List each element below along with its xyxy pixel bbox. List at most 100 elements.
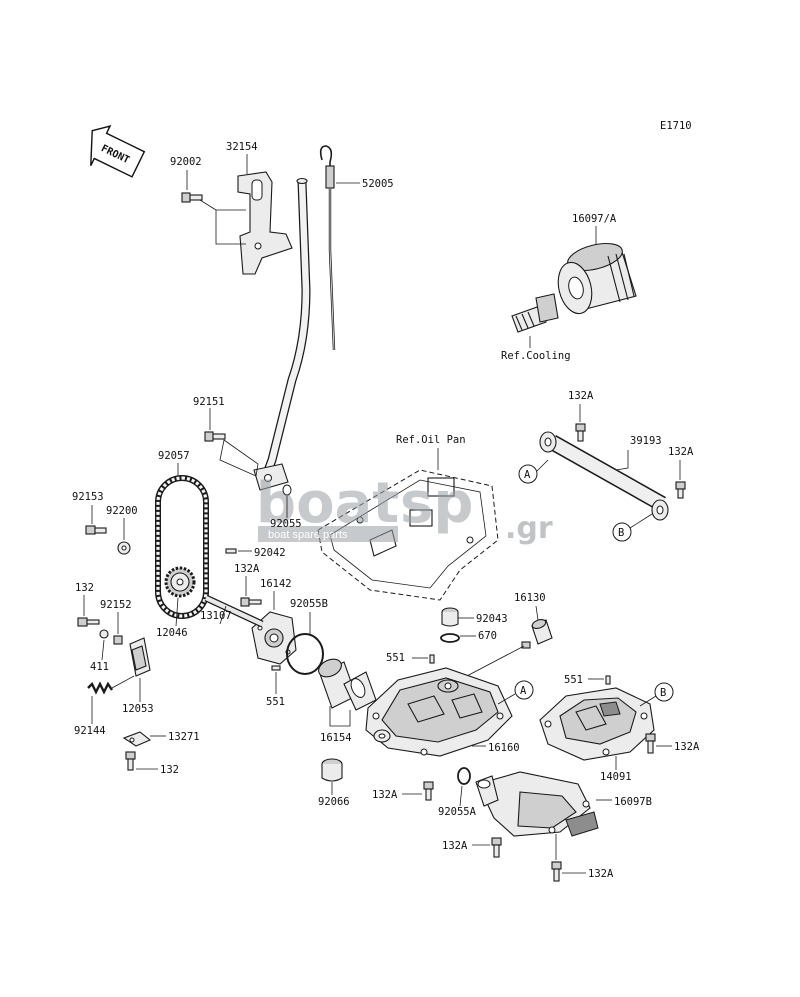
oring-670 (440, 633, 460, 643)
label-12053: 12053 (122, 703, 154, 715)
bolt-132A-pump (240, 597, 262, 607)
label-14091: 14091 (600, 771, 632, 783)
label-16160: 16160 (488, 742, 520, 754)
label-92151: 92151 (193, 396, 225, 408)
label-32154: 32154 (226, 141, 258, 153)
label-92057: 92057 (158, 450, 190, 462)
marker-B-lower-label: B (660, 687, 666, 699)
label-16130: 16130 (514, 592, 546, 604)
label-92144: 92144 (74, 725, 106, 737)
front-arrow-icon: FRONT (90, 125, 146, 178)
label-52005: 52005 (362, 178, 394, 190)
leader-92002 (186, 170, 246, 245)
label-132A-right: 132A (668, 446, 694, 458)
marker-B-upper (612, 522, 632, 542)
leader-marker-B-upper (629, 513, 653, 529)
bolt-132-bottom (125, 751, 136, 771)
label-39193: 39193 (630, 435, 662, 447)
watermark-brand-2: sp (400, 471, 473, 536)
washer-411 (99, 629, 109, 639)
sprocket-12046 (164, 566, 196, 598)
label-92152: 92152 (100, 599, 132, 611)
shaft-13107 (204, 594, 264, 628)
leader-marker-B-lower (639, 695, 657, 707)
label-12046: 12046 (156, 627, 188, 639)
label-551-mid: 551 (386, 652, 405, 664)
sleeve-92043 (441, 607, 459, 627)
clamp-13271 (122, 731, 152, 747)
bolt-92002 (181, 192, 203, 203)
spring-92144 (87, 675, 135, 695)
marker-B-lower (654, 682, 674, 702)
label-132-left: 132 (75, 582, 94, 594)
leader-92055A (459, 785, 463, 807)
drive-chain-92057 (155, 475, 209, 619)
pin-551-right (605, 675, 611, 685)
bolt-132A-b1 (491, 837, 502, 858)
pump-cover-14091 (539, 687, 655, 761)
watermark-tld: .gr (505, 511, 553, 546)
watermark-tagline: boat spare parts (268, 529, 348, 541)
label-411: 411 (90, 661, 109, 673)
leader-12046 (175, 597, 179, 627)
label-92043: 92043 (476, 613, 508, 625)
pin-92042 (225, 548, 237, 554)
bolt-132A-r2 (645, 733, 656, 754)
bolt-132A-b2 (551, 861, 562, 882)
leader-marker-A-lower (497, 693, 516, 705)
ref-cooling: Ref.Cooling (501, 350, 571, 362)
pressure-switch-16130 (521, 618, 553, 649)
pipe-39193 (539, 431, 669, 521)
leader-39193 (615, 450, 629, 471)
washer-92152 (113, 635, 123, 645)
label-92055A: 92055A (438, 806, 477, 818)
leader-411 (101, 639, 105, 661)
label-16097B: 16097B (614, 796, 652, 808)
label-92055: 92055 (270, 518, 302, 530)
ref-oil-pan: Ref.Oil Pan (396, 434, 466, 446)
oil-filler-tube (253, 177, 311, 491)
pump-cover-16142 (251, 611, 297, 665)
leader-13107 (219, 605, 227, 625)
leader-16154 (329, 706, 351, 727)
label-670: 670 (478, 630, 497, 642)
marker-A-upper-label: A (524, 469, 531, 481)
washer-92200-hole (121, 545, 127, 551)
label-13271: 13271 (168, 731, 200, 743)
oil-strainer-16097B (475, 771, 599, 837)
label-92042: 92042 (254, 547, 286, 559)
label-132A-r2: 132A (674, 741, 700, 753)
pin-551-pump (271, 665, 281, 671)
marker-A-lower-label: A (520, 685, 527, 697)
filter-fitting (511, 293, 559, 333)
oring-92055A (457, 767, 471, 785)
plug-92066 (321, 758, 343, 782)
oring-92055 (282, 484, 292, 496)
pump-body-16160 (365, 667, 513, 757)
bolt-132A-mid (423, 781, 434, 801)
label-13107: 13107 (200, 610, 232, 622)
leader-16130 (535, 605, 539, 621)
label-132A-b1: 132A (442, 840, 468, 852)
label-92055B: 92055B (290, 598, 328, 610)
marker-A-upper (518, 464, 538, 484)
chain-guide-12053 (129, 637, 151, 677)
label-132-bottom: 132 (160, 764, 179, 776)
leader-marker-A-upper (536, 459, 549, 472)
oil-filter-16097A (557, 242, 637, 315)
pin-551-mid (429, 654, 435, 664)
pump-rotor-16154 (318, 658, 377, 711)
bolt-92151 (204, 431, 226, 442)
bolt-132A-top (575, 423, 586, 442)
bracket-32154 (237, 171, 293, 275)
label-16154: 16154 (320, 732, 352, 744)
label-92153: 92153 (72, 491, 104, 503)
dipstick-52005 (319, 145, 336, 351)
bolt-92153 (85, 525, 107, 535)
label-16097A: 16097/A (572, 213, 617, 225)
label-132A-mid: 132A (372, 789, 398, 801)
label-132A-pump: 132A (234, 563, 260, 575)
label-92002: 92002 (170, 156, 202, 168)
